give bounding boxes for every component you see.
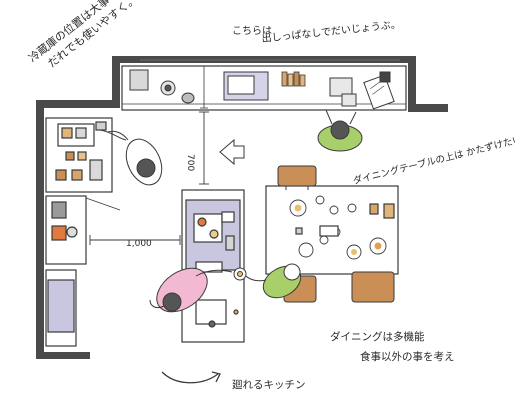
wall-bottom-left <box>36 352 90 359</box>
note-shelf-line1: こちらは <box>232 25 272 37</box>
rice-cooker <box>329 77 353 97</box>
toaster <box>129 69 149 91</box>
note-dining-multi: ダイニングは多機能 食事以外の事を考え <box>330 330 455 363</box>
pot <box>181 92 195 104</box>
wall-left-ledge <box>38 100 120 108</box>
back-counter <box>121 65 407 111</box>
note-shelf: こちらは 出しっぱなしでだいじょうぶ。 <box>232 17 401 45</box>
fridge <box>45 195 87 265</box>
direction-arrow <box>219 138 245 166</box>
wall-left <box>36 100 44 358</box>
person-pink <box>149 267 233 313</box>
person-left-counter <box>107 130 163 186</box>
cooktop <box>193 213 223 243</box>
note-shelf-line2: 出しっぱなしでだいじょうぶ。 <box>261 17 401 45</box>
fridge-door <box>85 197 121 211</box>
kitchen-island <box>181 189 245 343</box>
dim-island <box>89 235 181 245</box>
person-back-counter <box>317 93 363 152</box>
dim-aisle <box>199 111 209 185</box>
note-circulation: 廻れるキッチン <box>232 379 306 391</box>
pantry <box>45 269 77 347</box>
note-dining-multi-line1: ダイニングは多機能 <box>330 330 425 343</box>
wall-right-ledge <box>408 104 448 112</box>
dining-table <box>265 185 399 275</box>
circulation-arrow <box>161 371 221 384</box>
wall-right-top <box>408 56 416 112</box>
wall-left-upper <box>112 56 120 104</box>
handed-plate <box>233 267 247 281</box>
sink <box>195 299 227 325</box>
note-dining-table: ダイニングテーブルの上は かたずけたい! <box>352 132 515 187</box>
stool-bottom-right <box>351 271 395 303</box>
counter-measure <box>200 65 208 109</box>
note-dining-multi-line2: 食事以外の事を考え <box>360 350 455 363</box>
person-green <box>245 263 302 299</box>
recipe-sheet <box>363 74 395 110</box>
left-counter <box>45 117 127 193</box>
jar-shelf <box>281 71 306 87</box>
dim-island-label: 1,000 <box>126 239 152 249</box>
stool-top-left <box>277 165 317 187</box>
dim-aisle-label: 700 <box>185 154 195 171</box>
